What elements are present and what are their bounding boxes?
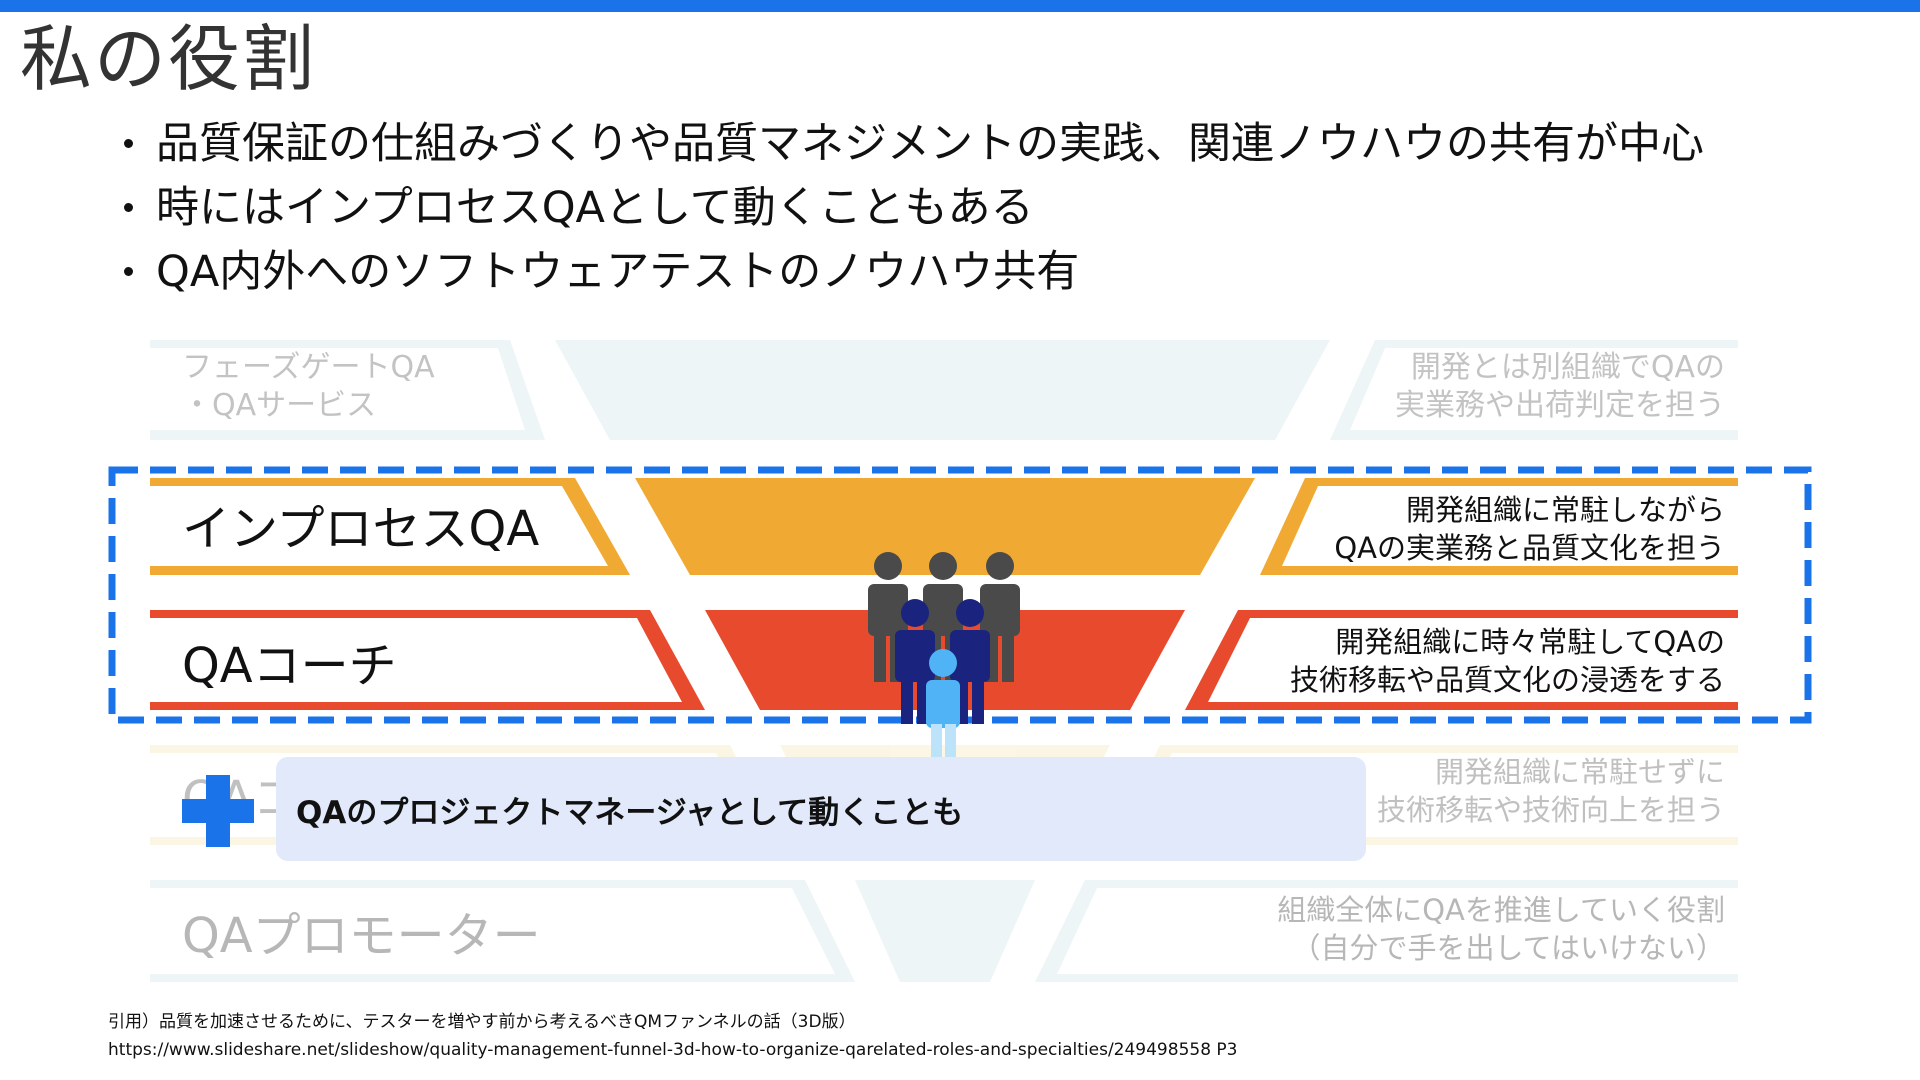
tier-label: ・QAサービス [182,388,376,423]
tier-label: フェーズゲートQA [182,350,435,385]
funnel-tier-phasegate: フェーズゲートQA ・QAサービス 開発とは別組織でQAの 実業務や出荷判定を担… [150,340,1738,440]
tier-desc: 実業務や出荷判定を担う [1395,388,1725,423]
plus-icon [182,775,254,847]
tier-desc: 技術移転や品質文化の浸透をする [1290,663,1725,697]
top-accent-bar [0,0,1920,12]
tier-desc: QAの実業務と品質文化を担う [1334,531,1725,565]
tier-funnel-segment [555,340,1330,440]
citation-url[interactable]: https://www.slideshare.net/slideshow/qua… [108,1036,1238,1064]
bullet-item: 時にはインプロセスQAとして動くこともある [122,176,1704,240]
tier-desc: 開発組織に常駐せずに [1435,755,1725,789]
tier-funnel-segment [855,880,1035,982]
citation-title: 引用）品質を加速させるために、テスターを増やす前から考えるべきQMファンネルの話… [108,1008,1238,1036]
tier-desc: 開発組織に時々常駐してQAの [1335,625,1725,659]
bullet-dot-icon [124,267,133,276]
bullet-list: 品質保証の仕組みづくりや品質マネジメントの実践、関連ノウハウの共有が中心 時には… [122,112,1704,304]
tier-label: QAプロモーター [182,908,541,964]
tier-label: QAコーチ [182,638,397,694]
bullet-text: 品質保証の仕組みづくりや品質マネジメントの実践、関連ノウハウの共有が中心 [156,119,1704,169]
tier-label: インプロセスQA [182,501,539,557]
tier-desc: 開発とは別組織でQAの [1411,350,1725,385]
citation: 引用）品質を加速させるために、テスターを増やす前から考えるべきQMファンネルの話… [108,1008,1238,1064]
tier-desc: 組織全体にQAを推進していく役割 [1277,893,1725,927]
bullet-dot-icon [124,139,133,148]
qm-funnel-diagram: フェーズゲートQA ・QAサービス 開発とは別組織でQAの 実業務や出荷判定を担… [0,330,1920,990]
bullet-text: 時にはインプロセスQAとして動くこともある [156,183,1034,233]
person-lightblue-icon [926,649,960,760]
bullet-text: QA内外へのソフトウェアテストのノウハウ共有 [156,247,1079,297]
slide-title: 私の役割 [20,14,316,104]
tier-desc: 技術移転や技術向上を担う [1377,793,1725,827]
bullet-dot-icon [124,203,133,212]
pm-callout: QAのプロジェクトマネージャとして動くことも [276,757,1366,861]
bullet-item: 品質保証の仕組みづくりや品質マネジメントの実践、関連ノウハウの共有が中心 [122,112,1704,176]
bullet-item: QA内外へのソフトウェアテストのノウハウ共有 [122,240,1704,304]
callout-text: QAのプロジェクトマネージャとして動くことも [296,787,963,832]
tier-desc: （自分で手を出してはいけない） [1291,931,1725,965]
people-group-icon [868,552,1020,760]
tier-desc: 開発組織に常駐しながら [1406,493,1725,527]
funnel-tier-qa-promoter: QAプロモーター 組織全体にQAを推進していく役割 （自分で手を出してはいけない… [150,880,1738,982]
